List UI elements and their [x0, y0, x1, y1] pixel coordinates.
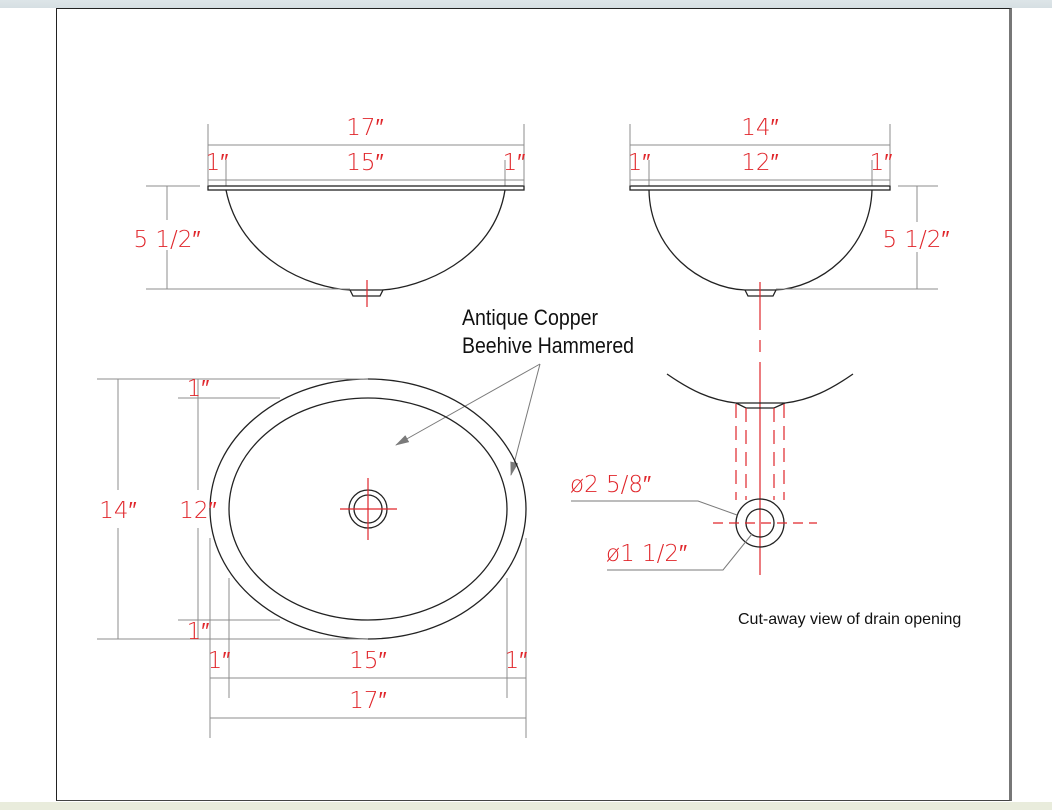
- top-rim-right-label: 1″: [505, 648, 528, 674]
- front-view: 17″ 15″ 1″ 1″ 5 1/2″: [133, 115, 525, 307]
- side-view: 14″ 12″ 1″ 1″ 5 1/2″: [628, 115, 950, 575]
- top-rim-top-label: 1″: [187, 376, 210, 402]
- side-rim-right-label: 1″: [870, 150, 893, 176]
- front-rim-left-label: 1″: [206, 150, 229, 176]
- product-label-line1: Antique Copper: [462, 305, 598, 330]
- top-rim-bottom-label: 1″: [187, 619, 210, 645]
- product-label-line2: Beehive Hammered: [462, 333, 634, 358]
- front-rim-right-label: 1″: [503, 150, 526, 176]
- product-label: Antique Copper Beehive Hammered: [395, 305, 634, 476]
- side-rim-left-label: 1″: [628, 150, 651, 176]
- side-bowl-width-label: 12″: [741, 150, 778, 176]
- drain-inner-diameter-label: ø1 1/2″: [606, 541, 687, 567]
- top-overall-width-label: 17″: [349, 688, 386, 714]
- side-overall-width-label: 14″: [741, 115, 778, 141]
- side-depth-label: 5 1/2″: [882, 227, 949, 253]
- front-depth-label: 5 1/2″: [133, 227, 200, 253]
- drain-outer-diameter-label: ø2 5/8″: [570, 472, 651, 498]
- front-overall-width-label: 17″: [346, 115, 383, 141]
- drawing-sheet: [56, 8, 1012, 801]
- top-view: 14″ 12″ 1″ 1″ 15″ 17″ 1″ 1″: [97, 376, 527, 738]
- top-overall-length-label: 14″: [99, 498, 136, 524]
- drain-cutaway-detail: ø2 5/8″ ø1 1/2″ Cut-away view of drain o…: [570, 373, 961, 628]
- front-bowl-width-label: 15″: [346, 150, 383, 176]
- cutaway-caption: Cut-away view of drain opening: [738, 611, 961, 628]
- top-bowl-length-label: 12″: [179, 498, 216, 524]
- viewer-bottom-bar: [0, 802, 1052, 810]
- viewer-top-bar: [0, 0, 1052, 8]
- top-rim-left-label: 1″: [208, 648, 231, 674]
- top-bowl-width-label: 15″: [349, 648, 386, 674]
